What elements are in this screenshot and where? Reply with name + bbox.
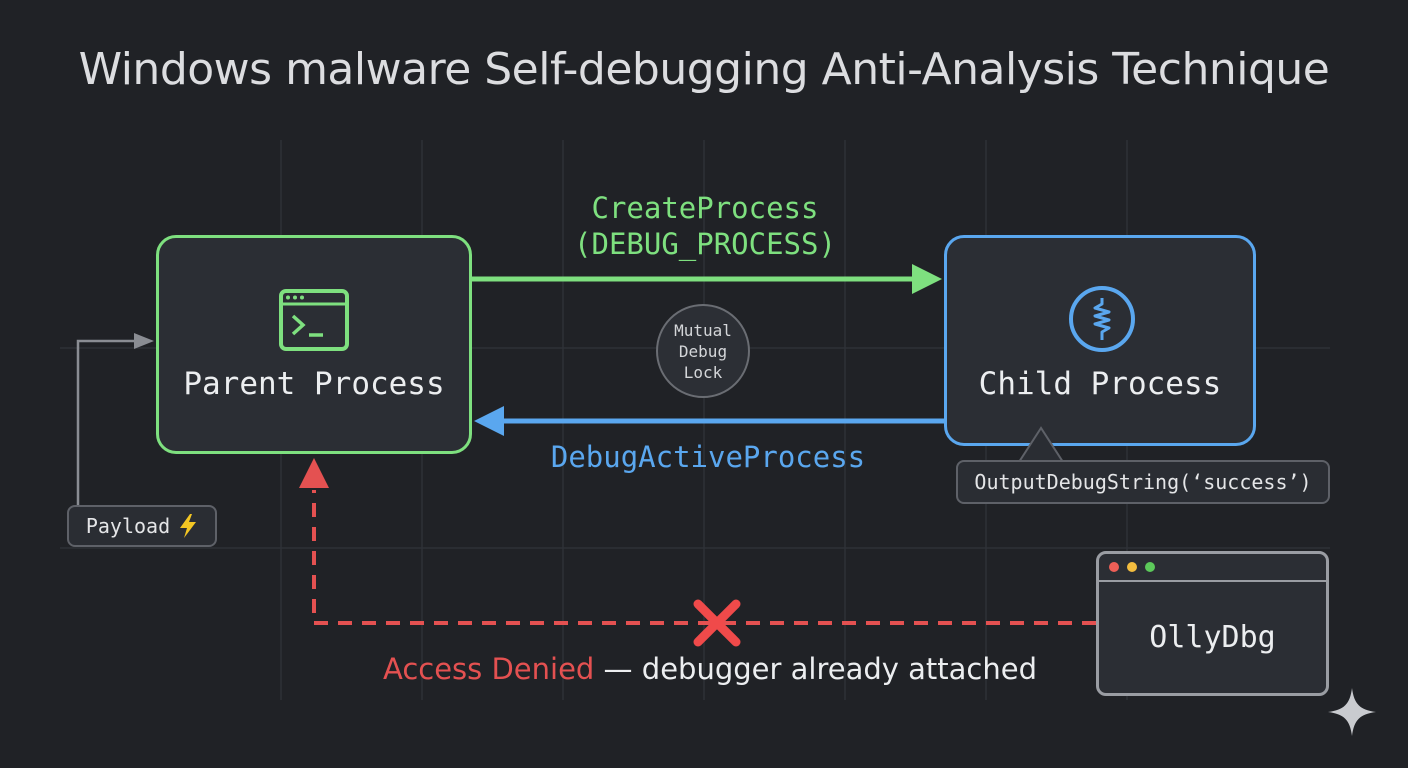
payload-feedback-path xyxy=(76,339,134,508)
child-process-node: Child Process xyxy=(944,235,1256,446)
lightning-icon xyxy=(180,514,197,538)
window-titlebar xyxy=(1099,554,1326,582)
access-denied-suffix: — debugger already attached xyxy=(594,652,1037,686)
spring-coil-icon xyxy=(1069,286,1135,352)
access-denied-caption: Access Denied — debugger already attache… xyxy=(0,652,1408,686)
parent-process-node: Parent Process xyxy=(156,235,472,454)
terminal-icon xyxy=(279,289,349,351)
diagram-title: Windows malware Self-debugging Anti-Anal… xyxy=(78,44,1330,95)
output-debug-string-text: OutputDebugString(‘success’) xyxy=(974,470,1312,494)
access-denied-path xyxy=(312,490,1096,625)
lock-line2: Debug xyxy=(678,341,728,361)
access-denied-arrowhead xyxy=(299,458,329,488)
close-dot-icon xyxy=(1109,562,1119,572)
mutual-debug-lock-badge: Mutual Debug Lock xyxy=(656,304,750,398)
ollydbg-window: OllyDbg xyxy=(1096,551,1329,696)
debug-active-process-arrowhead xyxy=(474,406,504,436)
create-process-line2: (DEBUG_PROCESS) xyxy=(574,227,836,261)
payload-feedback-arrowhead xyxy=(134,333,154,349)
payload-tag: Payload xyxy=(67,505,217,547)
create-process-line1: CreateProcess xyxy=(591,191,819,225)
create-process-label: CreateProcess (DEBUG_PROCESS) xyxy=(545,190,865,262)
child-process-label: Child Process xyxy=(978,366,1222,402)
output-debug-string-callout: OutputDebugString(‘success’) xyxy=(956,460,1330,504)
payload-label: Payload xyxy=(85,514,171,538)
access-denied-prefix: Access Denied xyxy=(382,652,595,686)
ollydbg-label: OllyDbg xyxy=(1149,620,1276,655)
maximize-dot-icon xyxy=(1145,562,1155,572)
sparkle-icon xyxy=(1328,688,1376,736)
create-process-arrowhead xyxy=(912,264,942,294)
parent-process-label: Parent Process xyxy=(183,366,445,402)
output-callout-pointer xyxy=(1017,426,1065,462)
lock-line1: Mutual xyxy=(674,320,732,340)
x-mark-icon xyxy=(693,599,741,647)
debug-active-process-label: DebugActiveProcess xyxy=(550,440,866,474)
minimize-dot-icon xyxy=(1127,562,1137,572)
lock-line3: Lock xyxy=(683,362,723,382)
